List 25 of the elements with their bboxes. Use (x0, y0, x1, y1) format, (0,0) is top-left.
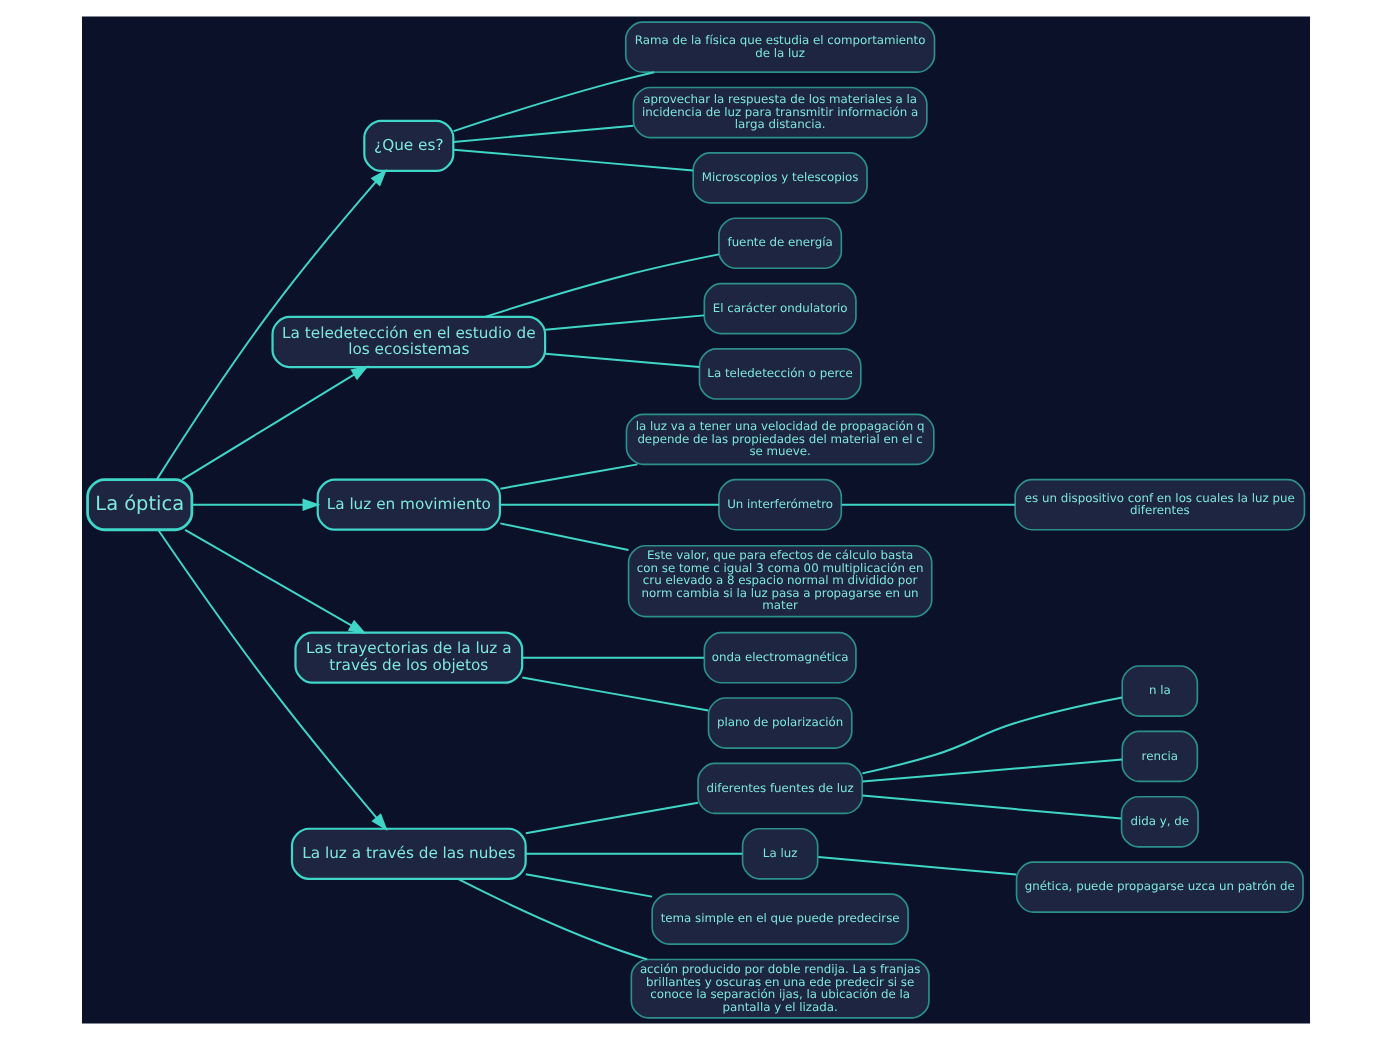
connector (817, 856, 1018, 876)
connector (521, 656, 705, 659)
connector (524, 873, 653, 898)
arrow (191, 498, 321, 511)
connector (840, 503, 1017, 506)
connector (544, 314, 706, 331)
connector (861, 696, 1124, 775)
arrow (155, 168, 388, 481)
connector (452, 148, 694, 172)
connector (499, 463, 639, 490)
arrow (184, 529, 367, 635)
connector (861, 794, 1123, 820)
connector (499, 522, 630, 551)
connector (456, 877, 649, 961)
connector (524, 852, 744, 855)
connector (452, 124, 635, 143)
connector (521, 676, 710, 712)
arrow (157, 529, 388, 831)
arrow (181, 365, 369, 481)
connector (861, 758, 1124, 783)
connector (544, 352, 701, 369)
node-box: La óptica (86, 478, 194, 532)
connector (499, 503, 720, 506)
connector (524, 801, 699, 835)
connector (484, 253, 720, 318)
